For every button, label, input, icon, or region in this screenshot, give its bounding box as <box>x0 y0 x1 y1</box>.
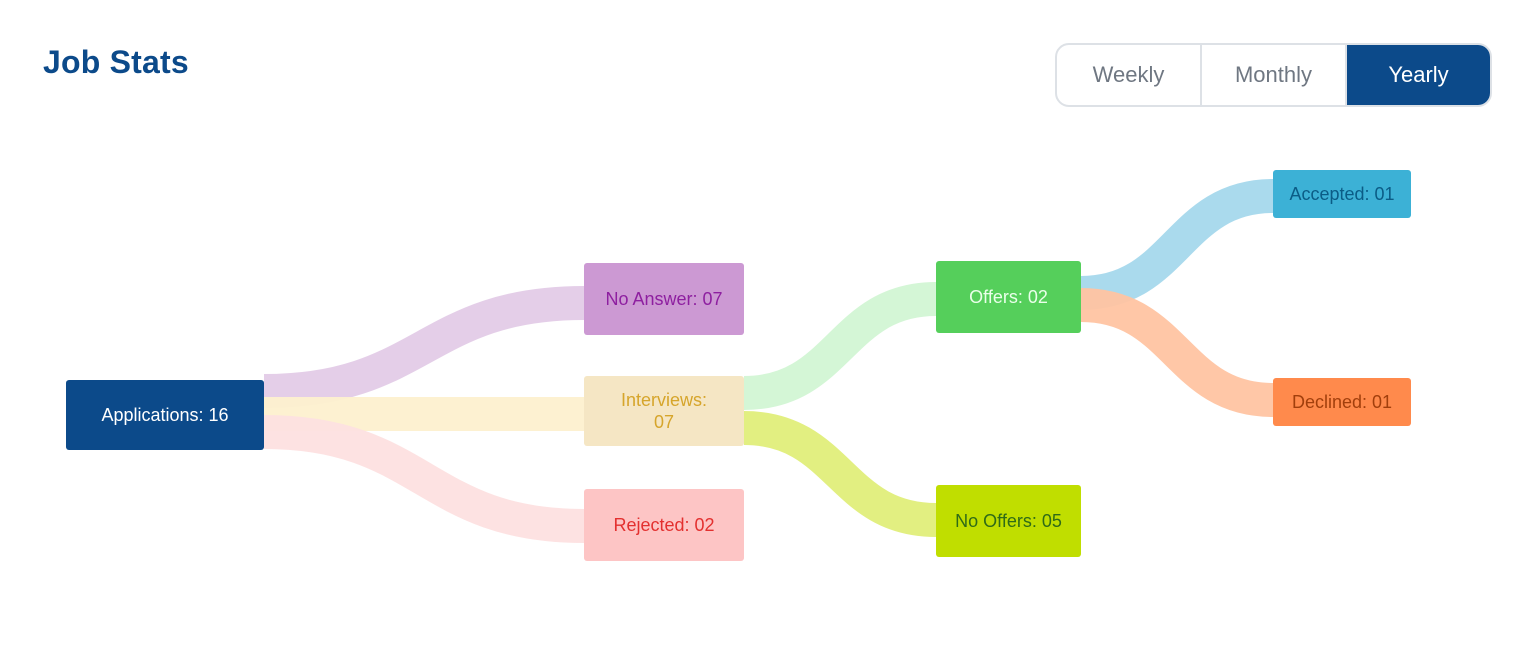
sankey-nodes: Applications: 16 No Answer: 07 Interviews:… <box>66 170 1411 561</box>
sankey-node-label: Accepted: 01 <box>1289 184 1394 204</box>
tab-monthly[interactable]: Monthly <box>1202 45 1347 105</box>
period-toggle: Weekly Monthly Yearly <box>1055 43 1492 107</box>
sankey-node-box <box>936 485 1081 557</box>
sankey-node-offers[interactable]: Offers: 02 <box>936 261 1081 333</box>
sankey-node-box <box>584 376 744 446</box>
sankey-node-applications[interactable]: Applications: 16 <box>66 380 264 450</box>
sankey-link-offers-to-accepted <box>1080 179 1274 310</box>
sankey-node-declined[interactable]: Declined: 01 <box>1273 378 1411 426</box>
sankey-node-label: Applications: 16 <box>101 405 228 425</box>
sankey-node-box <box>1273 378 1411 426</box>
sankey-link-interviews-to-no-offers <box>743 411 937 537</box>
sankey-link-interviews-to-offers <box>743 282 937 410</box>
page-title: Job Stats <box>43 44 189 80</box>
sankey-node-no-answer[interactable]: No Answer: 07 <box>584 263 744 335</box>
sankey-links <box>263 179 1274 543</box>
sankey-node-accepted[interactable]: Accepted: 01 <box>1273 170 1411 218</box>
sankey-node-label: 07 <box>654 412 674 432</box>
sankey-link-applications-to-no-answer <box>263 286 585 408</box>
sankey-node-interviews[interactable]: Interviews:07 <box>584 376 744 446</box>
sankey-node-rejected[interactable]: Rejected: 02 <box>584 489 744 561</box>
sankey-link-offers-to-declined <box>1080 288 1274 417</box>
sankey-link-applications-to-rejected <box>263 415 585 543</box>
sankey-node-label: Rejected: 02 <box>613 515 714 535</box>
sankey-node-label: Declined: 01 <box>1292 392 1392 412</box>
sankey-node-label: Interviews: <box>621 390 707 410</box>
tab-yearly[interactable]: Yearly <box>1347 45 1490 105</box>
sankey-node-label: Offers: 02 <box>969 287 1048 307</box>
sankey-node-box <box>1273 170 1411 218</box>
tab-weekly[interactable]: Weekly <box>1057 45 1202 105</box>
sankey-node-box <box>66 380 264 450</box>
sankey-node-no-offers[interactable]: No Offers: 05 <box>936 485 1081 557</box>
sankey-node-box <box>584 263 744 335</box>
sankey-node-label: No Answer: 07 <box>605 289 722 309</box>
sankey-node-box <box>584 489 744 561</box>
sankey-node-box <box>936 261 1081 333</box>
sankey-node-label: No Offers: 05 <box>955 511 1062 531</box>
